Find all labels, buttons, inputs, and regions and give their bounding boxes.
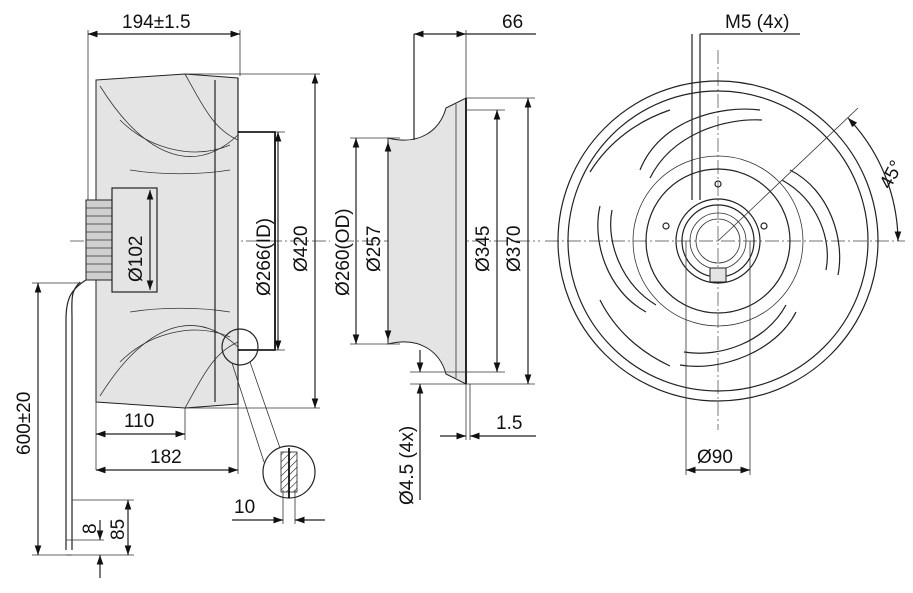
label-cable-8: 8 <box>80 523 101 534</box>
label-angle: 45° <box>876 157 908 192</box>
label-dia-345: Ø345 <box>473 226 494 272</box>
label-dia-od: Ø260(OD) <box>333 208 354 296</box>
inlet-ring <box>340 34 540 385</box>
label-thread: M5 (4x) <box>725 12 789 33</box>
blades <box>589 108 841 367</box>
label-dia-inner: Ø266(ID) <box>254 218 275 296</box>
detail-view <box>262 445 316 499</box>
label-flange-thickness: 1.5 <box>496 413 522 434</box>
side-dimensions <box>32 30 325 578</box>
label-dia-outer-wheel: Ø420 <box>291 226 312 272</box>
inlet-dimensions <box>350 30 536 500</box>
motor-fins <box>86 207 112 273</box>
label-cable-length: 600±20 <box>14 392 35 455</box>
dimension-labels: 194±1.5 66 M5 (4x) 45° Ø102 Ø266(ID) Ø42… <box>14 12 908 540</box>
label-detail-10: 10 <box>234 497 255 518</box>
label-dia-370: Ø370 <box>504 226 525 272</box>
label-dia-257: Ø257 <box>364 226 385 272</box>
label-cable-85: 85 <box>108 519 129 540</box>
label-width-overall: 194±1.5 <box>122 12 191 33</box>
front-view <box>545 33 905 475</box>
label-inlet-depth: 66 <box>502 12 523 33</box>
label-depth-110: 110 <box>124 411 154 432</box>
label-depth-182: 182 <box>150 447 182 468</box>
label-dia-90: Ø90 <box>697 447 733 468</box>
label-hole-dia: Ø4.5 (4x) <box>397 426 418 505</box>
label-dia-hub: Ø102 <box>126 236 147 282</box>
